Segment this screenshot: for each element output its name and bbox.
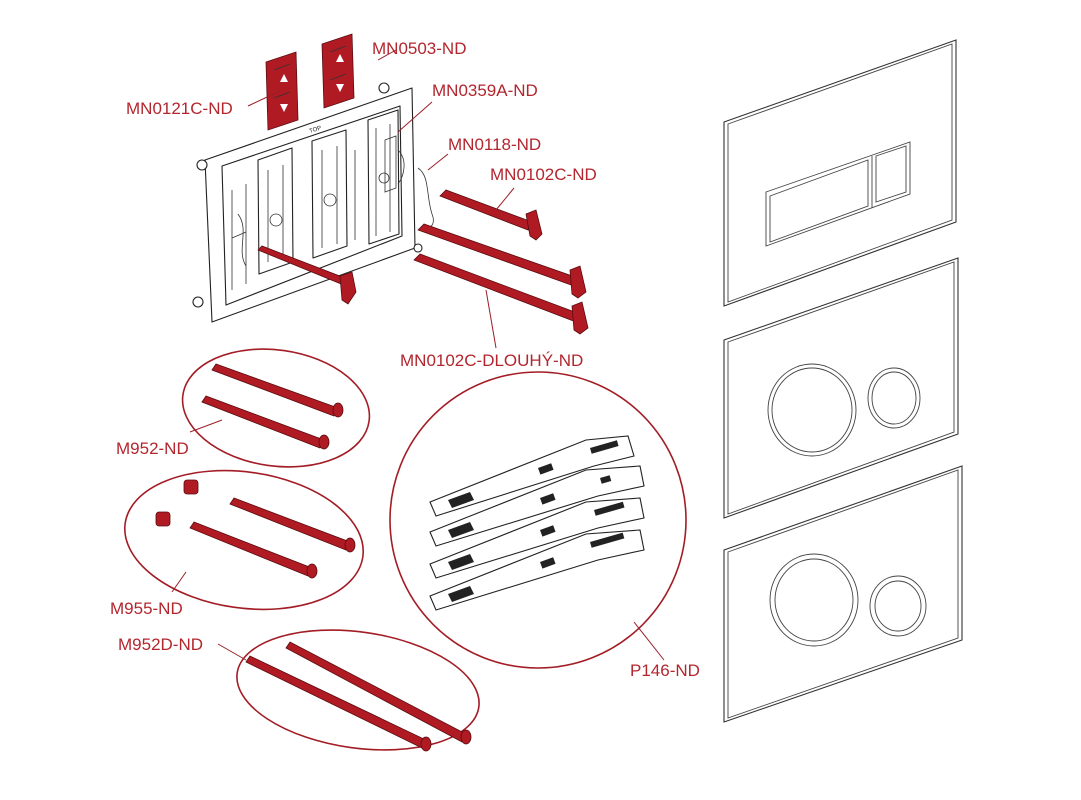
label-m952: M952-ND bbox=[116, 439, 189, 458]
flush-plate-round-buttons-1 bbox=[723, 257, 959, 519]
flush-plate-round-buttons-2 bbox=[723, 465, 963, 723]
m955-group bbox=[123, 469, 365, 611]
frame-top-marking: TOP bbox=[309, 125, 322, 134]
label-mn0503: MN0503-ND bbox=[372, 39, 466, 58]
label-mn0102c-long: MN0102C-DLOUHÝ-ND bbox=[400, 351, 583, 370]
label-p146: P146-ND bbox=[630, 661, 700, 680]
m952d-group bbox=[236, 629, 480, 752]
leader-m955 bbox=[171, 571, 187, 593]
leader-mn0503 bbox=[377, 49, 397, 61]
label-mn0118: MN0118-ND bbox=[448, 135, 541, 154]
mn0102c-rod bbox=[439, 189, 543, 241]
leader-mn0359a bbox=[397, 101, 433, 133]
leader-m952 bbox=[189, 419, 223, 433]
label-m955: M955-ND bbox=[110, 599, 183, 618]
mn0102c-long-rods bbox=[413, 223, 589, 335]
label-mn0121c: MN0121C-ND bbox=[126, 99, 233, 118]
leader-m952d bbox=[217, 643, 247, 661]
label-mn0359a: MN0359A-ND bbox=[432, 81, 538, 100]
leader-p146 bbox=[633, 621, 665, 661]
mounting-frame: TOP bbox=[192, 82, 434, 323]
leader-mn0118 bbox=[427, 153, 449, 171]
m952-group bbox=[181, 348, 371, 468]
leader-mn0102c bbox=[495, 187, 515, 211]
leader-mn0102c-long bbox=[485, 289, 497, 349]
label-mn0102c: MN0102C-ND bbox=[490, 165, 597, 184]
flush-plate-rectangular-buttons bbox=[723, 39, 957, 307]
p146-group bbox=[389, 371, 687, 669]
leader-mn0121c bbox=[247, 89, 283, 107]
mn0121c-clips bbox=[265, 33, 355, 131]
label-m952d: M952D-ND bbox=[118, 635, 203, 654]
